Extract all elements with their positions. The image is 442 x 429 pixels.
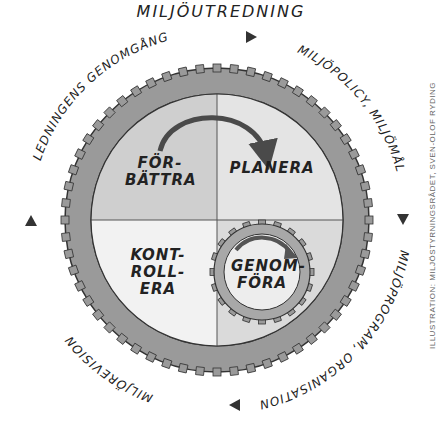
gear-tooth xyxy=(355,265,365,275)
gear-tooth xyxy=(306,333,317,344)
gear-tooth xyxy=(278,352,289,363)
diagram-title: MILJÖUTREDNING xyxy=(0,2,442,21)
gear-tooth xyxy=(196,367,205,376)
step-label: KONT- ROLL- ERA xyxy=(123,247,193,298)
gear-tooth xyxy=(104,322,115,333)
step-label: GENOM- FÖRA xyxy=(231,258,293,292)
gear-tooth xyxy=(196,65,205,74)
gear-tooth xyxy=(278,78,289,89)
gear-tooth xyxy=(64,249,74,259)
ring-label: MILJÖREVISION xyxy=(62,333,155,405)
gear-tooth xyxy=(61,216,69,224)
gear-tooth xyxy=(349,281,360,292)
gear-tooth xyxy=(306,96,317,107)
gear-tooth xyxy=(246,363,256,373)
gear-tooth xyxy=(213,368,221,376)
ring-label: LEDNINGENS GENOMGÅNG xyxy=(30,30,170,163)
gear-tooth xyxy=(131,86,142,97)
gear-tooth xyxy=(62,233,71,242)
gear-tooth xyxy=(213,64,221,72)
gear-tooth xyxy=(75,281,86,292)
gear-tooth xyxy=(64,181,74,191)
gear-tooth xyxy=(340,295,351,306)
credit-text: ILLUSTRATION: MILJÖSTYRNINGSRÅDET, SVEN-… xyxy=(428,81,437,348)
cycle-step: FÖR- BÄTTRA xyxy=(125,155,195,189)
gear-tooth xyxy=(117,333,128,344)
gear-tooth xyxy=(319,107,330,118)
gear-tooth xyxy=(146,78,157,89)
gear-tooth xyxy=(360,181,370,191)
gear-tooth xyxy=(292,86,303,97)
gear-tooth xyxy=(246,67,256,77)
gear-tooth xyxy=(319,322,330,333)
ring-label: MILJÖPOLICY, MILJÖMÅL xyxy=(295,42,407,174)
gear-tooth xyxy=(292,343,303,354)
cycle-step: PLANERA xyxy=(217,160,327,177)
gear-tooth xyxy=(131,343,142,354)
gear-tooth xyxy=(68,265,78,275)
cycle-step: GENOM- FÖRA xyxy=(231,258,293,292)
gear-tooth xyxy=(68,165,78,175)
gear-tooth xyxy=(262,71,272,81)
cycle-arrow xyxy=(160,118,266,156)
gear-tooth xyxy=(178,67,188,77)
gear-tooth xyxy=(349,149,360,160)
gear-tooth xyxy=(262,358,272,368)
gear-tooth xyxy=(365,216,373,224)
gear-tooth xyxy=(62,199,71,208)
gear-tooth xyxy=(230,367,239,376)
gear-tooth xyxy=(75,149,86,160)
ring-text: LEDNINGENS GENOMGÅNG xyxy=(30,30,170,163)
gear-tooth xyxy=(146,352,157,363)
ring-text: MILJÖREVISION xyxy=(62,333,155,405)
gear-tooth xyxy=(83,134,94,145)
gear-tooth xyxy=(360,249,370,259)
gear-tooth xyxy=(93,309,104,320)
gear-tooth xyxy=(162,358,172,368)
gear-tooth xyxy=(340,134,351,145)
gear-tooth xyxy=(93,120,104,131)
gear-tooth xyxy=(330,309,341,320)
gear-tooth xyxy=(330,120,341,131)
gear-tooth xyxy=(104,107,115,118)
gear-tooth xyxy=(178,363,188,373)
gear-tooth xyxy=(117,96,128,107)
gear-tooth xyxy=(230,65,239,74)
ring-text: MILJÖPOLICY, MILJÖMÅL xyxy=(295,42,407,174)
gear-tooth xyxy=(364,233,373,242)
gear-tooth xyxy=(355,165,365,175)
gear-tooth xyxy=(83,295,94,306)
cycle-step: KONT- ROLL- ERA xyxy=(123,247,193,298)
gear-tooth xyxy=(364,199,373,208)
step-label: PLANERA xyxy=(217,160,327,177)
step-label: FÖR- BÄTTRA xyxy=(125,155,195,189)
gear-tooth xyxy=(162,71,172,81)
